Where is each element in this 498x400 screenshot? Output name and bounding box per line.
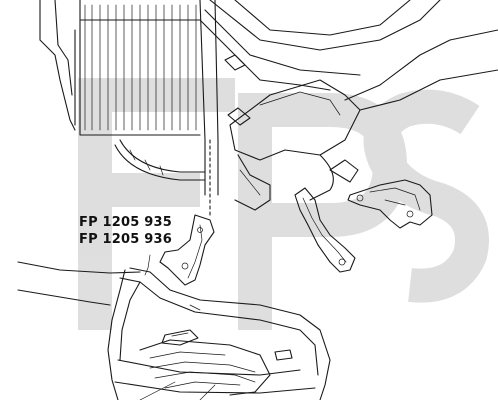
part-number-label-2: FP 1205 936 (79, 232, 172, 247)
part-number-label-1: FP 1205 935 (79, 215, 172, 230)
center-bracket (294, 187, 356, 273)
front-bumper-cover (17, 261, 331, 400)
radiator-support (39, 0, 441, 196)
leader-lines (144, 254, 151, 276)
headlight-assembly (229, 29, 498, 211)
bumper-bracket-part (159, 139, 215, 286)
fps-watermark-logo (78, 78, 489, 330)
coolant-pipe (114, 139, 206, 181)
fender-bracket (347, 179, 433, 229)
